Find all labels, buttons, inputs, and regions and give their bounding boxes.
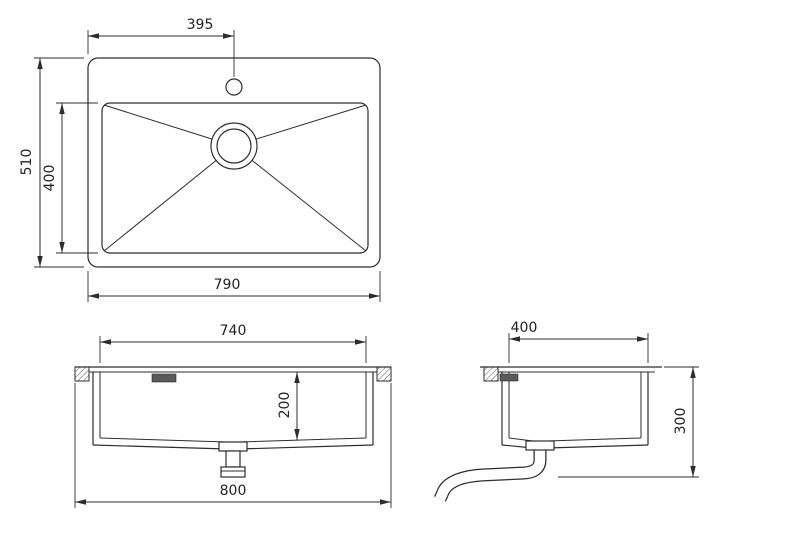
dim-side-overall-height: 300 bbox=[558, 366, 699, 478]
dim-outer-width: 790 bbox=[87, 271, 381, 302]
inner-bottom-left bbox=[99, 437, 228, 443]
drain-assembly-front bbox=[218, 441, 248, 478]
dim-label-bowl-depth: 400 bbox=[42, 165, 58, 192]
dim-bowl-depth: 400 bbox=[42, 102, 98, 254]
outer-bottom-right bbox=[238, 444, 374, 450]
drain-nut bbox=[220, 466, 246, 478]
dim-label-side-overall-height: 300 bbox=[673, 408, 689, 435]
dim-label-outer-width: 790 bbox=[214, 277, 241, 293]
top-view: 395 510 400 790 bbox=[19, 17, 381, 302]
dim-label-bowl-width: 740 bbox=[220, 323, 247, 339]
waste-pipe bbox=[434, 450, 547, 502]
faucet-hole bbox=[225, 78, 243, 96]
dim-side-top-width: 400 bbox=[508, 320, 649, 363]
rim-end-section-left bbox=[74, 366, 90, 382]
outer-bottom-right bbox=[546, 444, 649, 449]
dim-label-side-top-width: 400 bbox=[511, 320, 538, 336]
dim-label-bowl-height: 200 bbox=[277, 392, 293, 419]
dim-label-faucet-offset: 395 bbox=[187, 17, 214, 33]
brand-plate bbox=[151, 373, 177, 383]
bowl-inner-edge bbox=[101, 102, 369, 254]
slope-line bbox=[233, 145, 367, 252]
drain-flange bbox=[218, 441, 248, 452]
dim-outer-depth: 510 bbox=[19, 57, 84, 268]
front-view: 740 200 800 bbox=[74, 323, 392, 508]
dim-bowl-height: 200 bbox=[277, 372, 300, 440]
dim-label-overall-width: 800 bbox=[220, 483, 247, 499]
rim-end-section-right bbox=[376, 366, 392, 382]
dim-overall-width: 800 bbox=[74, 383, 392, 508]
drain-tailpiece bbox=[225, 450, 241, 468]
drain-inner-circle bbox=[216, 128, 252, 164]
dim-bowl-width: 740 bbox=[99, 323, 367, 363]
side-view: 400 300 bbox=[434, 320, 699, 502]
dim-label-outer-depth: 510 bbox=[19, 149, 35, 176]
inner-bottom-right bbox=[546, 437, 642, 442]
waste-pipe-bore bbox=[435, 450, 546, 502]
outer-bottom-left bbox=[92, 444, 228, 450]
drain-flange bbox=[525, 440, 555, 451]
dim-faucet-offset: 395 bbox=[87, 17, 235, 77]
slope-line bbox=[103, 145, 235, 252]
rim-end-section-left bbox=[483, 366, 499, 382]
inner-bottom-right bbox=[238, 437, 367, 443]
brand-plate bbox=[499, 373, 519, 382]
